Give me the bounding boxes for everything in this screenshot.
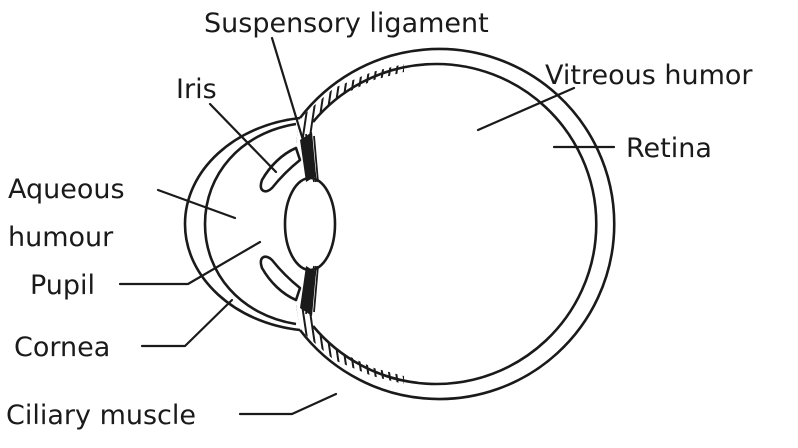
pointer-ciliary-muscle [238, 392, 338, 416]
hatch-line [406, 298, 420, 392]
hatch-line [420, 298, 434, 392]
hatch-line [370, 301, 386, 384]
hatch-line [377, 301, 393, 384]
label-iris: Iris [176, 74, 217, 105]
label-retina: Retina [626, 133, 712, 164]
hatch-line [398, 64, 404, 147]
hatch-line [356, 301, 372, 384]
retina-layer [312, 62, 598, 386]
pointer-iris [208, 102, 278, 174]
pointer-cornea [140, 298, 234, 348]
cornea-inner [203, 122, 297, 326]
hatch-line [420, 56, 434, 150]
cornea-outer [183, 116, 301, 332]
suspensory-ligament-fibres-bottom [305, 265, 319, 315]
hatch-line [335, 64, 351, 147]
pointer-pupil [118, 240, 262, 286]
pointer-aqueous-humour [156, 188, 237, 220]
suspensory-ligament-fibres-top [305, 133, 319, 183]
hatch-line [314, 301, 330, 384]
hatch-line [406, 56, 420, 150]
hatch-line [370, 64, 386, 147]
hatch-line [321, 64, 337, 147]
hatch-line [280, 298, 294, 392]
label-ciliary-muscle: Ciliary muscle [6, 400, 196, 431]
label-aqueous-humour-line1: Aqueous [8, 174, 125, 205]
hatch-line [363, 64, 379, 147]
label-aqueous-humour-line2: humour [8, 222, 114, 253]
hatch-line [413, 56, 427, 150]
hatch-line [321, 301, 337, 384]
hatch-line [296, 64, 302, 147]
iris-top [259, 146, 302, 193]
label-suspensory-ligament: Suspensory ligament [204, 8, 489, 39]
pointer-suspensory-ligament [270, 36, 308, 152]
label-cornea: Cornea [14, 332, 110, 363]
hatch-line [413, 298, 427, 392]
pointer-vitreous-humor [476, 86, 576, 132]
hatch-line [356, 64, 372, 147]
lens [283, 176, 337, 272]
hatch-line [335, 301, 351, 384]
hatch-line [377, 64, 393, 147]
label-vitreous-humor: Vitreous humor [545, 60, 753, 91]
hatch-line [398, 301, 404, 384]
iris-bottom [259, 255, 302, 302]
label-pupil: Pupil [30, 270, 95, 301]
hatch-line [296, 301, 302, 384]
hatch-line [363, 301, 379, 384]
sclera-outer [298, 47, 616, 401]
hatch-line [314, 64, 330, 147]
